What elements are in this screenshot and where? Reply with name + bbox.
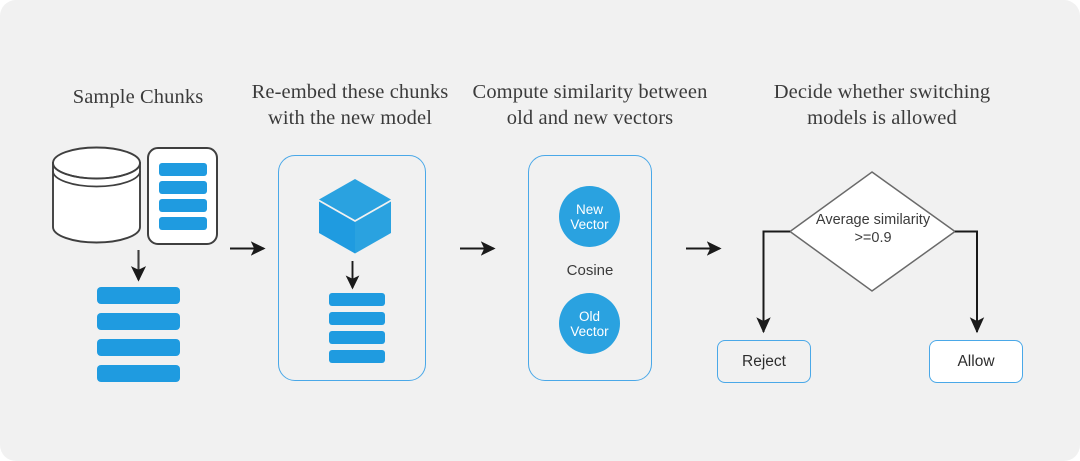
chunk-card-bar — [158, 162, 207, 176]
decision-diamond-icon[interactable] — [788, 171, 957, 292]
stage-title-decide-switch: Decide whether switching models is allow… — [773, 81, 991, 129]
chunk-bar — [329, 312, 385, 325]
chunk-bar — [97, 313, 180, 330]
chunk-bar — [329, 350, 385, 363]
stage-title-compute-similarity: Compute similarity between old and new v… — [472, 81, 708, 129]
chunk-bar — [97, 365, 180, 382]
outcome-box-reject[interactable]: Reject — [717, 340, 811, 383]
chunk-bar — [329, 331, 385, 344]
chunk-bar — [329, 293, 385, 306]
database-cylinder-icon — [52, 146, 141, 244]
chunk-bar — [97, 287, 180, 304]
outcome-box-allow[interactable]: Allow — [929, 340, 1023, 383]
new-vector-circle-icon: New Vector — [559, 186, 620, 247]
connector-diamond-allow — [955, 230, 985, 334]
chunk-bar-stack-reembedded — [329, 293, 385, 363]
chunk-card-icon — [147, 147, 218, 245]
panel-compute-similarity — [528, 155, 652, 381]
chunk-card-bar — [158, 180, 207, 194]
chunk-card-bar — [158, 198, 207, 212]
chunk-card-bar — [158, 216, 207, 230]
chunk-bar — [97, 339, 180, 356]
old-vector-circle-icon: Old Vector — [559, 293, 620, 354]
connector-diamond-reject — [756, 230, 790, 334]
cube-3d-icon — [319, 179, 391, 254]
chunk-bar-stack-sampled — [97, 287, 180, 382]
cosine-label: Cosine — [566, 262, 614, 279]
stage-title-re-embed: Re-embed these chunks with the new model — [251, 81, 449, 129]
panel-re-embed — [278, 155, 426, 381]
stage-title-sample-chunks: Sample Chunks — [72, 86, 204, 108]
